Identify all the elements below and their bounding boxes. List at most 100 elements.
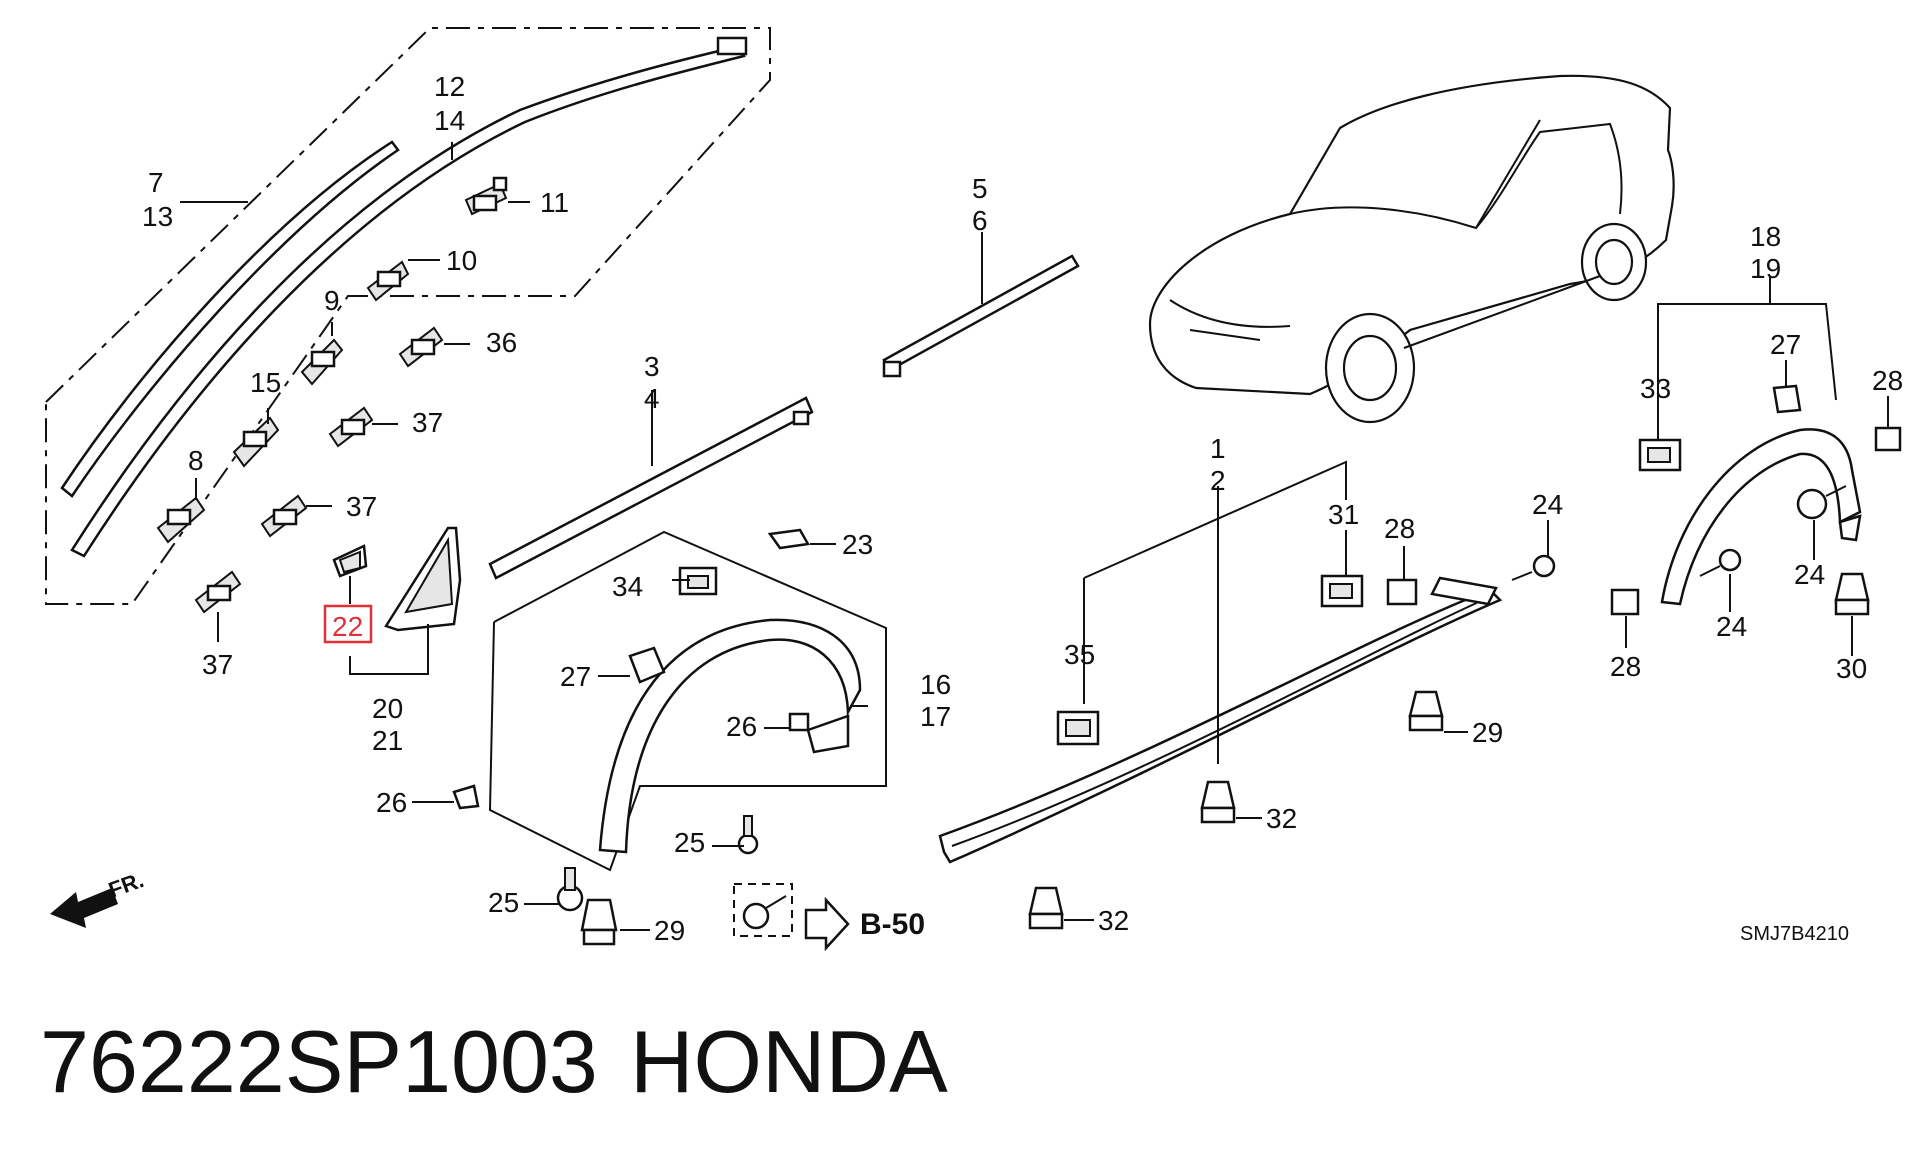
callout-19: 19 xyxy=(1750,253,1781,284)
front-direction-arrow: FR. xyxy=(50,867,147,928)
clip-32-low xyxy=(1028,886,1064,930)
bracket-rear-fender xyxy=(1657,303,1837,426)
diagram-code: SMJ7B4210 xyxy=(1740,923,1849,945)
bracket-front-fender xyxy=(488,530,887,872)
bracket-sill xyxy=(1083,460,1347,579)
clip-29-right xyxy=(1408,690,1444,732)
callout-1: 1 xyxy=(1210,433,1226,464)
callout-26-left: 26 xyxy=(376,787,407,818)
callout-24-arch: 24 xyxy=(1794,559,1825,590)
side-sill-1-2 xyxy=(938,576,1503,864)
clip-29-left xyxy=(580,898,618,946)
clip-35 xyxy=(1056,710,1100,746)
callout-36: 36 xyxy=(486,327,517,358)
clip-37-mid xyxy=(260,494,308,538)
clip-37-top xyxy=(328,406,374,448)
callout-28-left: 28 xyxy=(1610,651,1641,682)
clip-33 xyxy=(1638,438,1682,472)
callout-11: 11 xyxy=(540,187,569,218)
callout-32-mid: 32 xyxy=(1266,803,1297,834)
callout-27-front: 27 xyxy=(560,661,591,692)
clip-9 xyxy=(300,338,344,386)
brand-name: HONDA xyxy=(630,1012,948,1111)
clip-26-mid xyxy=(788,712,810,732)
callout-24-right: 24 xyxy=(1532,489,1563,520)
callout-34: 34 xyxy=(612,571,643,602)
callout-14: 14 xyxy=(434,105,465,136)
callout-25-left: 25 xyxy=(488,887,519,918)
clip-27-rear xyxy=(1772,384,1802,414)
callout-29-right: 29 xyxy=(1472,717,1503,748)
callout-6: 6 xyxy=(972,205,988,236)
callout-18: 18 xyxy=(1750,221,1781,252)
callout-2: 2 xyxy=(1210,465,1226,496)
callout-22: 22 xyxy=(332,611,363,642)
callout-20: 20 xyxy=(372,693,403,724)
part-number: 76222SP1003 xyxy=(40,1012,598,1111)
clip-28-left xyxy=(1610,588,1640,616)
clip-26-left xyxy=(452,784,480,810)
garnish-20-21 xyxy=(384,526,462,632)
callout-9: 9 xyxy=(324,285,340,316)
leader-lines xyxy=(180,142,1889,931)
clip-37-low xyxy=(194,570,242,614)
group-boundary-roof xyxy=(45,27,771,605)
callout-7: 7 xyxy=(148,167,164,198)
callout-29-left: 29 xyxy=(654,915,685,946)
roof-molding-7-13 xyxy=(60,140,400,498)
screw-b50 xyxy=(733,883,793,937)
highlight-box-22 xyxy=(323,604,373,644)
callout-15: 15 xyxy=(250,367,281,398)
screw-24-low xyxy=(1699,548,1742,577)
callout-12: 12 xyxy=(434,71,465,102)
callout-32-low: 32 xyxy=(1098,905,1129,936)
screw-25-mid xyxy=(737,815,759,855)
callout-8: 8 xyxy=(188,445,204,476)
callout-28-right: 28 xyxy=(1872,365,1903,396)
callout-37-top: 37 xyxy=(412,407,443,438)
front-arrow-label: FR. xyxy=(105,867,147,903)
screw-25-left xyxy=(556,867,584,912)
clip-22 xyxy=(332,544,368,578)
clip-36 xyxy=(398,326,444,368)
clip-28-right xyxy=(1874,426,1902,452)
callout-37-low: 37 xyxy=(202,649,233,680)
clip-32-mid xyxy=(1200,780,1236,824)
clip-31 xyxy=(1320,574,1364,608)
clip-23 xyxy=(767,528,810,550)
car-illustration xyxy=(1148,74,1675,424)
callout-21: 21 xyxy=(372,725,403,756)
screw-24-right xyxy=(1511,554,1556,581)
callout-35: 35 xyxy=(1064,639,1095,670)
callout-13: 13 xyxy=(142,201,173,232)
callout-31: 31 xyxy=(1328,499,1359,530)
callout-23: 23 xyxy=(842,529,873,560)
callout-4: 4 xyxy=(644,383,660,414)
clip-27-front xyxy=(628,646,666,684)
roof-molding-12-14 xyxy=(70,36,748,558)
callout-3: 3 xyxy=(644,351,660,382)
callout-28-mid: 28 xyxy=(1384,513,1415,544)
molding-5-6 xyxy=(882,254,1080,378)
clip-10 xyxy=(366,260,410,302)
reference-b50-label: B-50 xyxy=(860,908,925,941)
callout-37-mid: 37 xyxy=(346,491,377,522)
callout-27-rear: 27 xyxy=(1770,329,1801,360)
clip-15 xyxy=(232,416,280,468)
clip-30 xyxy=(1834,572,1870,616)
rear-fender-arch xyxy=(1660,428,1862,606)
callout-33: 33 xyxy=(1640,373,1671,404)
callout-30: 30 xyxy=(1836,653,1867,684)
callout-17: 17 xyxy=(920,701,951,732)
callout-24-low: 24 xyxy=(1716,611,1747,642)
molding-3-4 xyxy=(488,396,814,580)
screw-24-arch xyxy=(1796,485,1847,520)
clip-28-mid xyxy=(1386,578,1418,606)
callout-5: 5 xyxy=(972,173,988,204)
callout-26-mid: 26 xyxy=(726,711,757,742)
clip-8 xyxy=(156,496,206,544)
reference-arrow-b50: B-50 xyxy=(804,896,925,952)
callout-25-mid: 25 xyxy=(674,827,705,858)
callout-10: 10 xyxy=(446,245,477,276)
